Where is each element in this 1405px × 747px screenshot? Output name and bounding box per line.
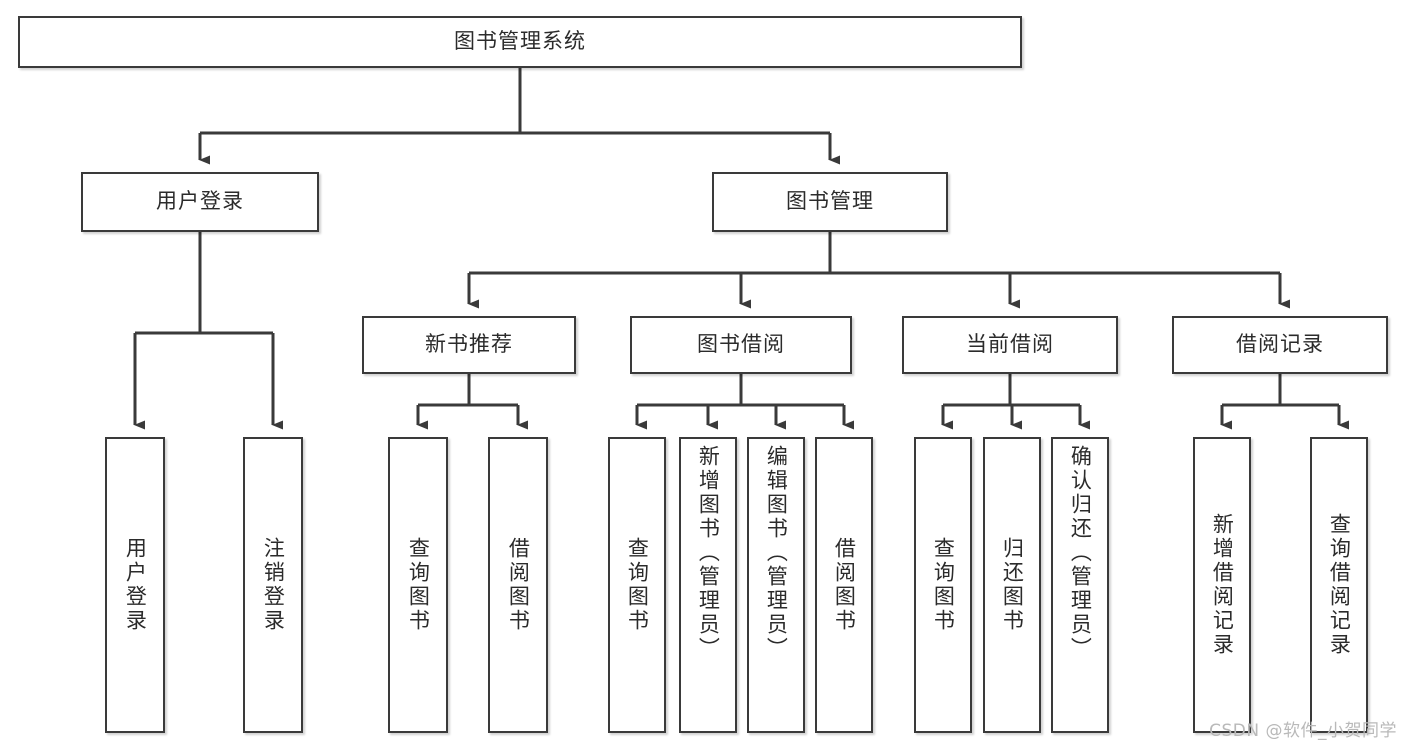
node-leaf-query-book-3[interactable]: 查询图书 (914, 437, 972, 733)
node-borrow-record-label: 借阅记录 (1236, 332, 1324, 357)
node-leaf-user-login-label: 用户登录 (123, 537, 148, 633)
node-leaf-query-book-1-label: 查询图书 (406, 537, 431, 633)
node-leaf-add-record-label: 新增借阅记录 (1210, 513, 1235, 657)
node-user-login-label: 用户登录 (156, 189, 244, 214)
node-leaf-query-record-label: 查询借阅记录 (1327, 513, 1352, 657)
node-book-manage[interactable]: 图书管理 (712, 172, 948, 232)
node-leaf-borrow-book-1[interactable]: 借阅图书 (488, 437, 548, 733)
node-leaf-return-book-label: 归还图书 (1000, 537, 1025, 633)
node-root[interactable]: 图书管理系统 (18, 16, 1022, 68)
node-leaf-edit-book-label: 编辑图书（管理员） (764, 445, 789, 661)
node-leaf-query-book-3-label: 查询图书 (931, 537, 956, 633)
node-root-label: 图书管理系统 (454, 29, 586, 54)
node-leaf-add-book-label: 新增图书（管理员） (696, 445, 721, 661)
node-leaf-borrow-book-2[interactable]: 借阅图书 (815, 437, 873, 733)
node-leaf-add-book[interactable]: 新增图书（管理员） (679, 437, 737, 733)
node-leaf-confirm-return-label: 确认归还（管理员） (1068, 445, 1093, 661)
node-leaf-borrow-book-1-label: 借阅图书 (506, 537, 531, 633)
node-current-borrow-label: 当前借阅 (966, 332, 1054, 357)
watermark: CSDN @软件_小贺同学 (1209, 721, 1397, 741)
node-leaf-logout[interactable]: 注销登录 (243, 437, 303, 733)
node-leaf-query-book-2[interactable]: 查询图书 (608, 437, 666, 733)
node-leaf-borrow-book-2-label: 借阅图书 (832, 537, 857, 633)
node-leaf-edit-book[interactable]: 编辑图书（管理员） (747, 437, 805, 733)
node-new-book-recommend[interactable]: 新书推荐 (362, 316, 576, 374)
node-book-borrow[interactable]: 图书借阅 (630, 316, 852, 374)
node-leaf-confirm-return[interactable]: 确认归还（管理员） (1051, 437, 1109, 733)
node-leaf-add-record[interactable]: 新增借阅记录 (1193, 437, 1251, 733)
node-new-book-recommend-label: 新书推荐 (425, 332, 513, 357)
node-leaf-query-book-1[interactable]: 查询图书 (388, 437, 448, 733)
node-leaf-user-login[interactable]: 用户登录 (105, 437, 165, 733)
node-user-login[interactable]: 用户登录 (81, 172, 319, 232)
node-borrow-record[interactable]: 借阅记录 (1172, 316, 1388, 374)
node-current-borrow[interactable]: 当前借阅 (902, 316, 1118, 374)
node-leaf-query-book-2-label: 查询图书 (625, 537, 650, 633)
node-leaf-query-record[interactable]: 查询借阅记录 (1310, 437, 1368, 733)
node-book-borrow-label: 图书借阅 (697, 332, 785, 357)
node-leaf-logout-label: 注销登录 (261, 537, 286, 633)
node-leaf-return-book[interactable]: 归还图书 (983, 437, 1041, 733)
node-book-manage-label: 图书管理 (786, 189, 874, 214)
